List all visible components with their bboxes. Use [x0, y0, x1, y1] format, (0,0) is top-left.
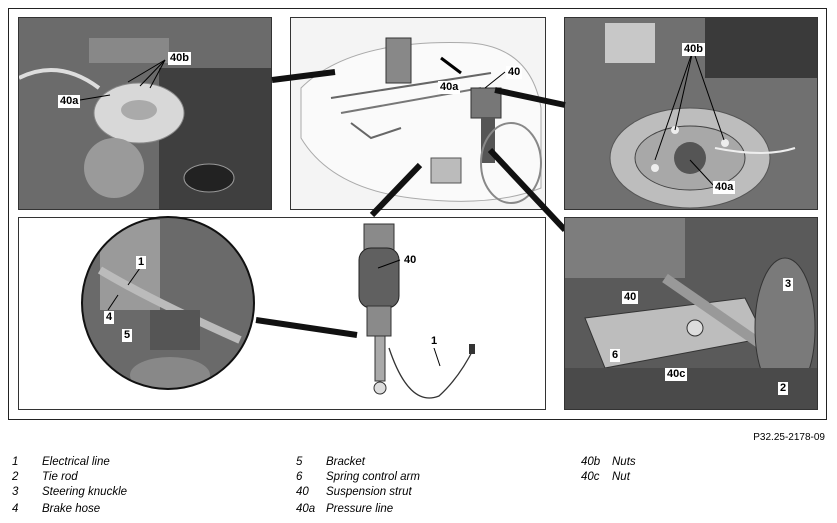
callout-4-zoom: 4 — [104, 311, 115, 324]
callout-5-zoom: 5 — [122, 329, 133, 342]
callout-2-p5: 2 — [778, 382, 789, 395]
callout-40a-p2: 40a — [438, 81, 461, 94]
callout-40a-p1: 40a — [58, 95, 81, 108]
callout-1-zoom: 1 — [136, 256, 147, 269]
legend-number: 40a — [296, 503, 316, 515]
legend-number: 1 — [12, 456, 19, 468]
callout-6-p5: 6 — [610, 349, 621, 362]
legend-number: 40 — [296, 486, 309, 498]
legend-text: Tie rod — [42, 471, 78, 483]
callout-3-p5: 3 — [783, 278, 794, 291]
legend-number: 4 — [12, 503, 19, 515]
callout-40a-p3: 40a — [713, 181, 736, 194]
callout-40-p5: 40 — [622, 291, 639, 304]
legend-text: Electrical line — [42, 456, 110, 468]
overview-top-middle — [290, 17, 546, 210]
legend-number: 5 — [296, 456, 303, 468]
legend-text: Nuts — [612, 456, 636, 468]
callout-40b-p1: 40b — [168, 52, 191, 65]
photo-bottom-right — [564, 217, 818, 410]
legend-number: 40b — [581, 456, 601, 468]
photo-top-left — [18, 17, 272, 210]
legend-number: 3 — [12, 486, 19, 498]
legend-number: 40c — [581, 471, 600, 483]
legend-text: Nut — [612, 471, 630, 483]
legend-text: Bracket — [326, 456, 365, 468]
legend-text: Suspension strut — [326, 486, 412, 498]
legend-text: Steering knuckle — [42, 486, 128, 498]
callout-40b-p3: 40b — [682, 43, 705, 56]
car-overview-art — [300, 37, 542, 204]
photo-top-left-art — [19, 18, 271, 209]
callout-40-p4: 40 — [402, 254, 419, 267]
strut-component-art — [358, 223, 475, 399]
photo-bottom-right-art — [565, 218, 817, 409]
callout-40-p2: 40 — [506, 66, 523, 79]
strut-component-panel — [18, 217, 546, 410]
legend-text: Spring control arm — [326, 471, 420, 483]
callout-1-p4: 1 — [429, 335, 440, 348]
figure-reference: P32.25-2178-09 — [753, 432, 825, 443]
legend-number: 6 — [296, 471, 303, 483]
legend-text: Pressure line — [326, 503, 394, 515]
legend-number: 2 — [12, 471, 19, 483]
callout-40c-p5: 40c — [665, 368, 688, 381]
legend-text: Brake hose — [42, 503, 101, 515]
